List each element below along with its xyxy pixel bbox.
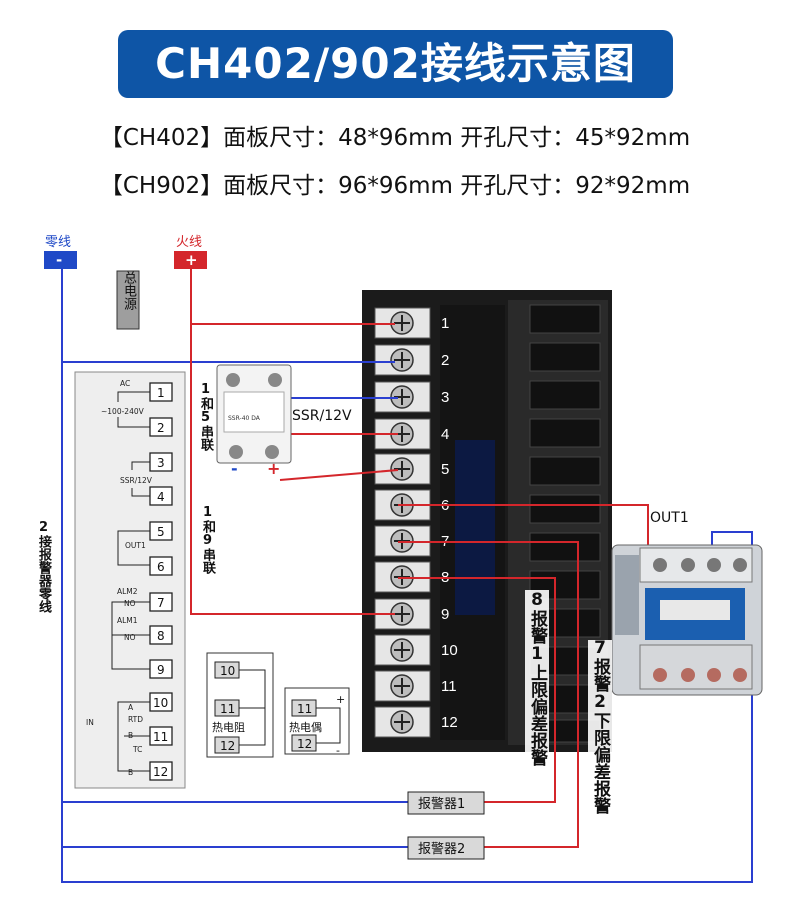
ssr-model: SSR-40 DA xyxy=(228,415,261,422)
tc-minus: - xyxy=(336,744,340,757)
sch-t2: 2 xyxy=(157,421,165,435)
spec-ch402: 【CH402】面板尺寸：48*96mm 开孔尺寸：45*92mm xyxy=(99,125,691,151)
sch-alm2: ALM2 xyxy=(117,587,138,596)
note-alarm-neutral: 2接报警器零线 xyxy=(36,520,51,613)
alarm1-box xyxy=(407,791,485,815)
sch-t3: 3 xyxy=(157,456,165,470)
alarm1-label: 报警器1 xyxy=(418,796,465,812)
page-title: CH402/902接线示意图 xyxy=(155,39,636,88)
terminal-number-5: 5 xyxy=(441,461,449,478)
schematic-panel xyxy=(74,371,186,789)
terminal-number-3: 3 xyxy=(441,389,449,406)
sch-t8: 8 xyxy=(157,629,165,643)
wire-live-9 xyxy=(190,324,395,615)
main-power-label: 总电源 xyxy=(121,271,136,310)
rtd-t12: 12 xyxy=(220,739,235,753)
note-1-5-series: 1和5串联 xyxy=(198,382,213,451)
tc-plus: + xyxy=(336,693,345,706)
spec-ch902: 【CH902】面板尺寸：96*96mm 开孔尺寸：92*92mm xyxy=(99,173,691,199)
tc-label: 热电偶 xyxy=(289,721,322,734)
live-sign: + xyxy=(185,251,198,269)
tc-t12: 12 xyxy=(297,737,312,751)
sch-out1: OUT1 xyxy=(125,541,146,550)
sch-in: IN xyxy=(86,718,94,727)
sch-t12: 12 xyxy=(153,765,168,779)
wire-terminal-8 xyxy=(398,577,556,803)
sch-t6: 6 xyxy=(157,560,165,574)
terminal-number-11: 11 xyxy=(441,678,457,695)
note-alarm2: 7报警2下限偏差报警 xyxy=(590,638,610,814)
sch-t7: 7 xyxy=(157,596,165,610)
schematic-lines xyxy=(111,391,150,772)
rtd-t11: 11 xyxy=(220,702,235,716)
sch-tc: TC xyxy=(132,745,142,754)
live-terminal xyxy=(174,251,207,269)
wire-terminal-6-out1 xyxy=(398,504,649,555)
sch-t10: 10 xyxy=(153,696,168,710)
sch-ac: AC xyxy=(120,379,130,388)
neutral-sign: - xyxy=(56,251,62,269)
ssr-plus: + xyxy=(267,459,280,478)
sch-alm1: ALM1 xyxy=(117,616,138,625)
alarm2-box xyxy=(407,836,485,860)
sch-t9: 9 xyxy=(157,663,165,677)
wire-neutral-main xyxy=(61,269,395,363)
wire-5-link xyxy=(279,469,399,481)
neutral-terminal xyxy=(44,251,77,269)
schematic-terminals xyxy=(149,382,173,781)
terminal-number-4: 4 xyxy=(441,426,449,443)
title-banner: CH402/902接线示意图 xyxy=(118,30,673,98)
contactor xyxy=(611,544,763,696)
sch-t4: 4 xyxy=(157,490,165,504)
rtd-t10: 10 xyxy=(220,664,235,678)
note-1-9-series: 1和9串联 xyxy=(200,505,215,574)
live-label: 火线 xyxy=(176,235,202,250)
ssr-label: SSR/12V xyxy=(292,408,352,424)
sch-t11: 11 xyxy=(153,730,168,744)
terminal-number-2: 2 xyxy=(441,352,449,369)
sch-t1: 1 xyxy=(157,386,165,400)
note-alarm1: 8报警1上限偏差报警 xyxy=(527,590,547,766)
wire-neutral-down xyxy=(61,362,753,883)
main-power-box xyxy=(116,270,140,330)
sch-a: A xyxy=(128,703,134,712)
terminal-number-1: 1 xyxy=(441,315,449,332)
sch-voltage: ~100-240V xyxy=(101,407,145,416)
sch-alm2-no: NO xyxy=(124,599,136,608)
sch-ssr: SSR/12V xyxy=(120,476,153,485)
terminal-number-12: 12 xyxy=(441,714,458,731)
ssr-module xyxy=(216,364,292,464)
terminal-number-10: 10 xyxy=(441,642,458,659)
alarm2-label: 报警器2 xyxy=(418,841,465,857)
tc-t11: 11 xyxy=(297,702,312,716)
rtd-label: 热电阻 xyxy=(212,721,245,734)
sch-t5: 5 xyxy=(157,525,165,539)
terminal-number-9: 9 xyxy=(441,606,449,623)
neutral-label: 零线 xyxy=(45,235,71,250)
sch-rtd: RTD xyxy=(128,715,143,724)
sch-alm1-no: NO xyxy=(124,633,136,642)
sch-b2: B xyxy=(128,768,133,777)
out1-label: OUT1 xyxy=(650,510,689,526)
ssr-minus: - xyxy=(231,459,238,478)
wire-terminal-7 xyxy=(398,541,579,848)
